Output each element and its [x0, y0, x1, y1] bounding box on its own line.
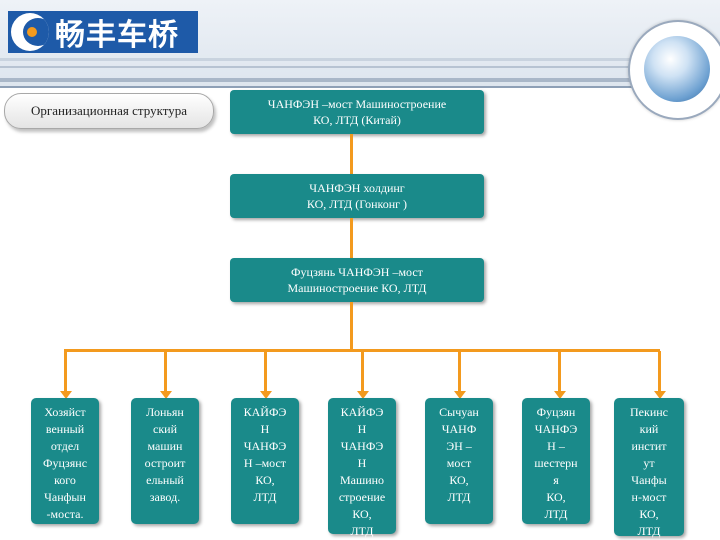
node-line: КАЙФЭ — [243, 405, 287, 419]
node-line: ЧАНФЭ — [534, 422, 578, 436]
node-line: шестерн — [534, 456, 578, 470]
node-line: Н – — [547, 439, 565, 453]
arrow-down-icon — [553, 391, 566, 399]
node-line: Лоньян — [146, 405, 184, 419]
node-line: инстит — [631, 439, 667, 453]
node-line: Чанфы — [631, 473, 667, 487]
arrow-down-icon — [453, 391, 466, 399]
node-line: ельный — [146, 473, 184, 487]
node-line: н-мост — [631, 490, 667, 504]
node-line: ский — [153, 422, 177, 436]
child-node-5: Сычуан ЧАНФ ЭН – мост КО, ЛТД — [425, 398, 493, 524]
node-line: машин — [147, 439, 183, 453]
child-node-7: Пекинс кий инстит ут Чанфы н-мост КО, ЛТ… — [614, 398, 684, 538]
connector-down — [264, 351, 267, 391]
node-line: Фуцзянс — [42, 456, 88, 470]
header-stripe — [0, 78, 720, 82]
node-line: ЛТД — [350, 524, 374, 538]
connector-line — [350, 218, 353, 258]
node-line: венный — [45, 422, 85, 436]
node-line: КО, ЛТД (Гонконг ) — [306, 197, 408, 211]
node-line: ЧАНФ — [441, 422, 477, 436]
node-line: КО, — [639, 507, 659, 521]
node-line: ЧАНФЭН холдинг — [309, 181, 405, 195]
arrow-down-icon — [259, 391, 272, 399]
node-line: Н — [357, 456, 367, 470]
child-node-2: Лоньян ский машин остроит ельный завод. — [131, 398, 199, 524]
node-line: Хозяйст — [44, 405, 86, 419]
node-line: завод. — [149, 490, 181, 504]
node-fujian-changfeng: Фуцзянь ЧАНФЭН –мост Машиностроение КО, … — [230, 258, 484, 302]
child-node-1: Хозяйст венный отдел Фуцзянс кого Чанфын… — [31, 398, 99, 524]
node-line: Н — [357, 422, 367, 436]
connector-down — [64, 351, 67, 391]
child-node-6: Фуцзян ЧАНФЭ Н – шестерн я КО, ЛТД — [522, 398, 590, 524]
header-stripe — [0, 58, 720, 61]
node-line: Сычуан — [439, 405, 479, 419]
header-stripe — [0, 86, 720, 88]
node-line: Н — [260, 422, 270, 436]
node-line: я — [553, 473, 559, 487]
node-line: Фуцзян — [536, 405, 576, 419]
node-line: ЧАНФЭ — [243, 439, 287, 453]
node-line: КО, — [255, 473, 275, 487]
logo-mark-icon — [11, 13, 49, 51]
node-line: Чанфын — [44, 490, 86, 504]
node-line: Н –мост — [243, 456, 287, 470]
company-logo: 畅丰车桥 — [8, 11, 198, 53]
child-node-4: КАЙФЭ Н ЧАНФЭ Н Машино строение КО, ЛТД — [328, 398, 396, 538]
node-line: ЭН – — [446, 439, 472, 453]
node-line: ЧАНФЭН –мост Машиностроение — [267, 97, 447, 111]
node-line: ЧАНФЭ — [340, 439, 384, 453]
connector-down — [658, 351, 661, 391]
node-line: ЛТД — [544, 507, 568, 521]
connector-line — [350, 134, 353, 174]
arrow-down-icon — [653, 391, 666, 399]
connector-down — [164, 351, 167, 391]
node-line: ЛТД — [253, 490, 277, 504]
node-line: КАЙФЭ — [340, 405, 384, 419]
logo-text: 畅丰车桥 — [55, 18, 179, 53]
node-line: Машино — [339, 473, 385, 487]
node-changfeng-holding: ЧАНФЭН холдинг КО, ЛТД (Гонконг ) — [230, 174, 484, 218]
node-line: Пекинс — [630, 405, 668, 419]
node-line: КО, ЛТД (Китай) — [313, 113, 401, 127]
node-line: КО, — [449, 473, 469, 487]
node-line: КО, — [546, 490, 566, 504]
connector-line — [350, 302, 353, 351]
node-line: ЛТД — [637, 524, 661, 538]
node-line: мост — [446, 456, 472, 470]
connector-bus — [64, 349, 660, 352]
node-changfeng-china: ЧАНФЭН –мост Машиностроение КО, ЛТД (Кит… — [230, 90, 484, 134]
arrow-down-icon — [59, 391, 72, 399]
org-structure-label: Организационная структура — [4, 93, 214, 129]
node-line: Машиностроение КО, ЛТД — [287, 281, 427, 295]
arrow-down-icon — [159, 391, 172, 399]
node-line: отдел — [50, 439, 80, 453]
connector-down — [558, 351, 561, 391]
node-line: -моста. — [46, 507, 84, 521]
connector-down — [361, 351, 364, 391]
arrow-down-icon — [356, 391, 369, 399]
node-line: строение — [338, 490, 386, 504]
child-node-3: КАЙФЭ Н ЧАНФЭ Н –мост КО, ЛТД — [231, 398, 299, 524]
header-stripe — [0, 66, 720, 68]
node-line: остроит — [144, 456, 186, 470]
node-line: Фуцзянь ЧАНФЭН –мост — [291, 265, 423, 279]
node-line: ут — [643, 456, 655, 470]
globe-icon — [644, 36, 710, 102]
globe-emblem — [628, 20, 720, 120]
node-line: кий — [639, 422, 659, 436]
node-line: кого — [54, 473, 76, 487]
connector-down — [458, 351, 461, 391]
node-line: КО, — [352, 507, 372, 521]
node-line: ЛТД — [447, 490, 471, 504]
